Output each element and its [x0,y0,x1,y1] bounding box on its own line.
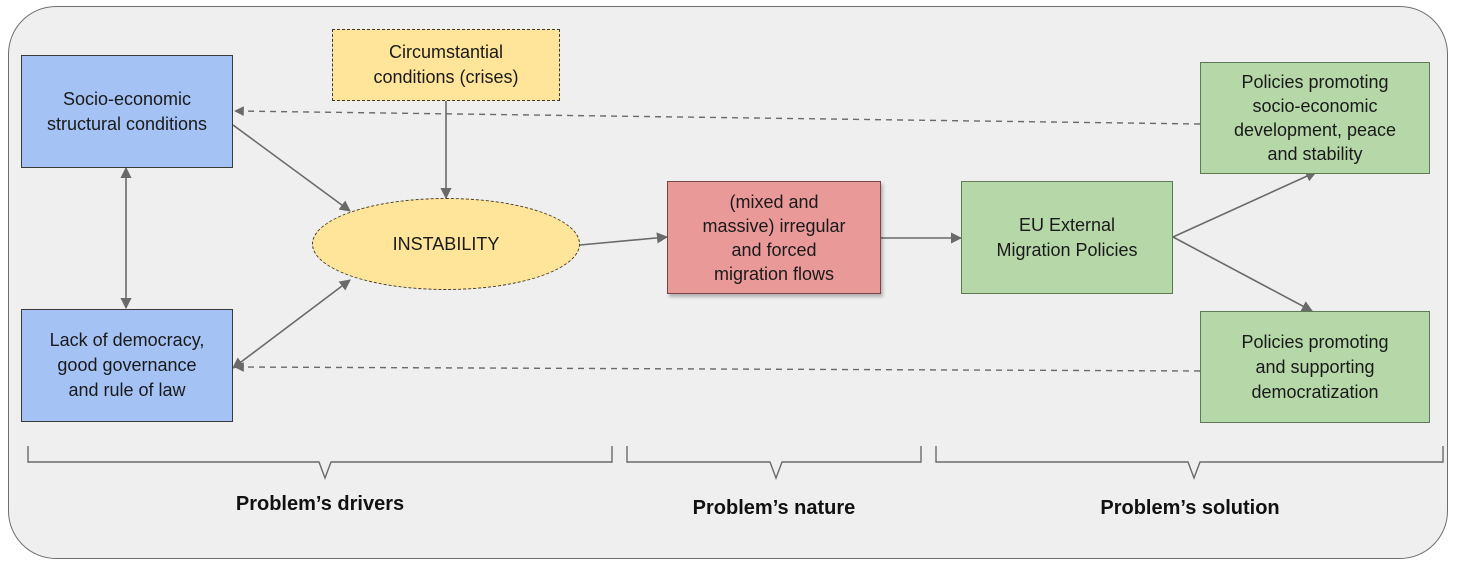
section-label-drivers: Problem’s drivers [235,493,405,515]
section-label-solution: Problem’s solution [1100,497,1280,519]
arrow-eu-to-development [1172,171,1318,238]
section-label-nature: Problem’s nature [692,497,856,519]
node-policies-development: Policies promoting socio-economic develo… [1200,62,1430,174]
arrow-instability-to-flows [579,232,669,246]
node-policies-democratization: Policies promoting and supporting democr… [1200,311,1430,423]
node-migration-flows: (mixed and massive) irregular and forced… [667,181,881,294]
node-socio-economic-conditions: Socio-economic structural conditions [21,55,233,168]
arrow-socio-to-instability [232,124,351,212]
node-eu-external-migration-policies: EU External Migration Policies [961,181,1173,294]
node-lack-of-democracy: Lack of democracy, good governance and r… [21,309,233,422]
brace-drivers [27,446,613,480]
brace-nature [626,446,922,480]
arrow-eu-to-democratization [1172,236,1313,312]
dashed-arrow-development-to-socio [234,106,1201,125]
dashed-arrow-democratization-to-lack [234,362,1201,372]
node-circumstantial-conditions: Circumstantial conditions (crises) [332,29,560,101]
node-instability: INSTABILITY [312,198,580,290]
arrow-lack-to-instability [232,279,351,369]
brace-solution [935,446,1444,480]
